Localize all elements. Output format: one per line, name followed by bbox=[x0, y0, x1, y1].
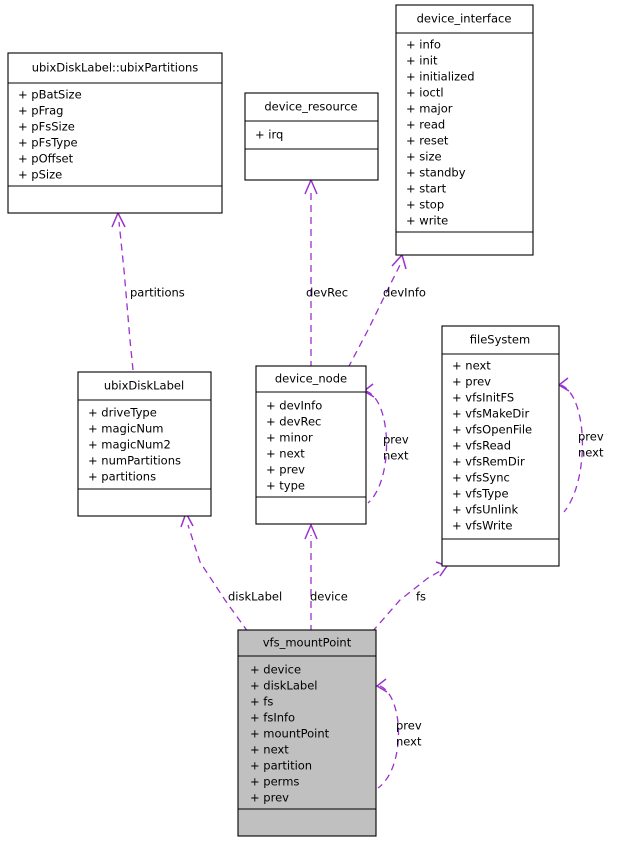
class-attr: + mountPoint bbox=[250, 727, 330, 741]
class-attr: + info bbox=[406, 38, 441, 52]
class-attr: + devInfo bbox=[266, 399, 322, 413]
class-attr: + type bbox=[266, 479, 305, 493]
class-attr: + next bbox=[266, 447, 305, 461]
class-box-outline-device_resource bbox=[244, 92, 379, 181]
edge-label-devInfo: devInfo bbox=[383, 286, 426, 300]
class-title-vfs_mountPoint: vfs_mountPoint bbox=[263, 636, 352, 650]
class-attr: + prev bbox=[250, 791, 289, 805]
edge-fs: fs bbox=[371, 561, 449, 633]
class-attr: + vfsWrite bbox=[452, 519, 513, 533]
class-attr: + driveType bbox=[88, 406, 157, 420]
class-attr: + vfsMakeDir bbox=[452, 407, 529, 421]
class-box-ubixPartitions[interactable]: ubixDiskLabel::ubixPartitions + pBatSize… bbox=[7, 52, 223, 214]
class-attr: + vfsRead bbox=[452, 439, 511, 453]
edge-label-diskLabel: diskLabel bbox=[228, 590, 282, 604]
edge-diskLabel: diskLabel bbox=[180, 511, 282, 633]
class-title-device_node: device_node bbox=[275, 372, 347, 386]
class-attr: + vfsInitFS bbox=[452, 391, 514, 405]
class-attr: + next bbox=[452, 359, 491, 373]
class-attr: + vfsRemDir bbox=[452, 455, 525, 469]
class-attr: + size bbox=[406, 150, 442, 164]
class-attr: + pFrag bbox=[18, 104, 63, 118]
class-box-device_interface[interactable]: device_interface + info + init + initial… bbox=[395, 4, 534, 256]
edge-label-partitions: partitions bbox=[130, 286, 185, 300]
class-box-outline-ubixDiskLabel bbox=[77, 371, 212, 517]
class-box-outline-device_node bbox=[255, 365, 367, 525]
class-attr: + reset bbox=[406, 134, 449, 148]
class-attr: + prev bbox=[266, 463, 305, 477]
class-title-device_resource: device_resource bbox=[264, 100, 357, 114]
class-attr: + pOffset bbox=[18, 152, 74, 166]
class-title-ubixPartitions: ubixDiskLabel::ubixPartitions bbox=[32, 61, 199, 75]
edge-label-devnode-next: next bbox=[383, 449, 409, 463]
class-attr: + perms bbox=[250, 775, 299, 789]
class-attr: + pFsSize bbox=[18, 120, 75, 134]
class-attr: + magicNum bbox=[88, 422, 163, 436]
class-attr: + minor bbox=[266, 431, 313, 445]
class-attr: + devRec bbox=[266, 415, 321, 429]
class-title-ubixDiskLabel: ubixDiskLabel bbox=[104, 379, 184, 393]
class-attr: + fs bbox=[250, 695, 273, 709]
edge-device-node-prev-next: prev next bbox=[362, 383, 409, 504]
class-attr: + device bbox=[250, 663, 301, 677]
class-attr: + irq bbox=[255, 128, 283, 142]
class-box-device_resource[interactable]: device_resource + irq bbox=[244, 92, 379, 181]
edge-filesystem-prev-next: prev next bbox=[557, 377, 604, 513]
class-box-device_node[interactable]: device_node + devInfo + devRec + minor +… bbox=[255, 365, 367, 525]
class-box-outline-fileSystem bbox=[441, 325, 560, 567]
class-attr: + magicNum2 bbox=[88, 438, 171, 452]
edge-mountpoint-prev-next: prev next bbox=[375, 678, 422, 789]
class-attr: + prev bbox=[452, 375, 491, 389]
edge-device: device bbox=[304, 523, 348, 632]
class-attr: + partitions bbox=[88, 470, 156, 484]
class-attr: + start bbox=[406, 182, 447, 196]
class-box-outline-vfs_mountPoint bbox=[237, 629, 377, 837]
class-attr: + next bbox=[250, 743, 289, 757]
class-attr: + vfsOpenFile bbox=[452, 423, 532, 437]
class-attr: + stop bbox=[406, 198, 444, 212]
class-attr: + diskLabel bbox=[250, 679, 317, 693]
class-attr: + read bbox=[406, 118, 445, 132]
edge-label-fs: fs bbox=[416, 590, 426, 604]
class-box-fileSystem[interactable]: fileSystem + next + prev + vfsInitFS + v… bbox=[441, 325, 560, 567]
class-attr: + partition bbox=[250, 759, 312, 773]
edge-label-fs-prev: prev bbox=[578, 430, 604, 444]
class-attr: + init bbox=[406, 54, 438, 68]
class-attr: + vfsSync bbox=[452, 471, 510, 485]
edge-partitions: partitions bbox=[111, 211, 185, 371]
class-attr: + ioctl bbox=[406, 86, 444, 100]
edge-label-fs-next: next bbox=[578, 446, 604, 460]
class-attr: + write bbox=[406, 214, 448, 228]
class-attr: + pFsType bbox=[18, 136, 78, 150]
class-attr: + numPartitions bbox=[88, 454, 181, 468]
class-title-device_interface: device_interface bbox=[417, 12, 512, 26]
edge-devRec: devRec bbox=[304, 178, 348, 368]
edge-label-mp-prev: prev bbox=[396, 719, 422, 733]
edge-label-device: device bbox=[310, 590, 348, 604]
class-box-outline-device_interface bbox=[395, 4, 534, 256]
class-attr: + fsInfo bbox=[250, 711, 295, 725]
class-attr: + vfsUnlink bbox=[452, 503, 519, 517]
class-attr: + initialized bbox=[406, 70, 475, 84]
class-attr: + pBatSize bbox=[18, 88, 82, 102]
class-box-ubixDiskLabel[interactable]: ubixDiskLabel + driveType + magicNum + m… bbox=[77, 371, 212, 517]
class-attr: + major bbox=[406, 102, 453, 116]
edge-devInfo: devInfo bbox=[347, 253, 426, 369]
class-attr: + pSize bbox=[18, 168, 62, 182]
class-box-vfs_mountPoint[interactable]: vfs_mountPoint + device + diskLabel + fs… bbox=[237, 629, 377, 837]
class-attr: + standby bbox=[406, 166, 466, 180]
edge-label-devRec: devRec bbox=[306, 286, 348, 300]
class-attr: + vfsType bbox=[452, 487, 509, 501]
edge-label-mp-next: next bbox=[396, 735, 422, 749]
class-title-fileSystem: fileSystem bbox=[470, 333, 530, 347]
edge-label-devnode-prev: prev bbox=[383, 433, 409, 447]
